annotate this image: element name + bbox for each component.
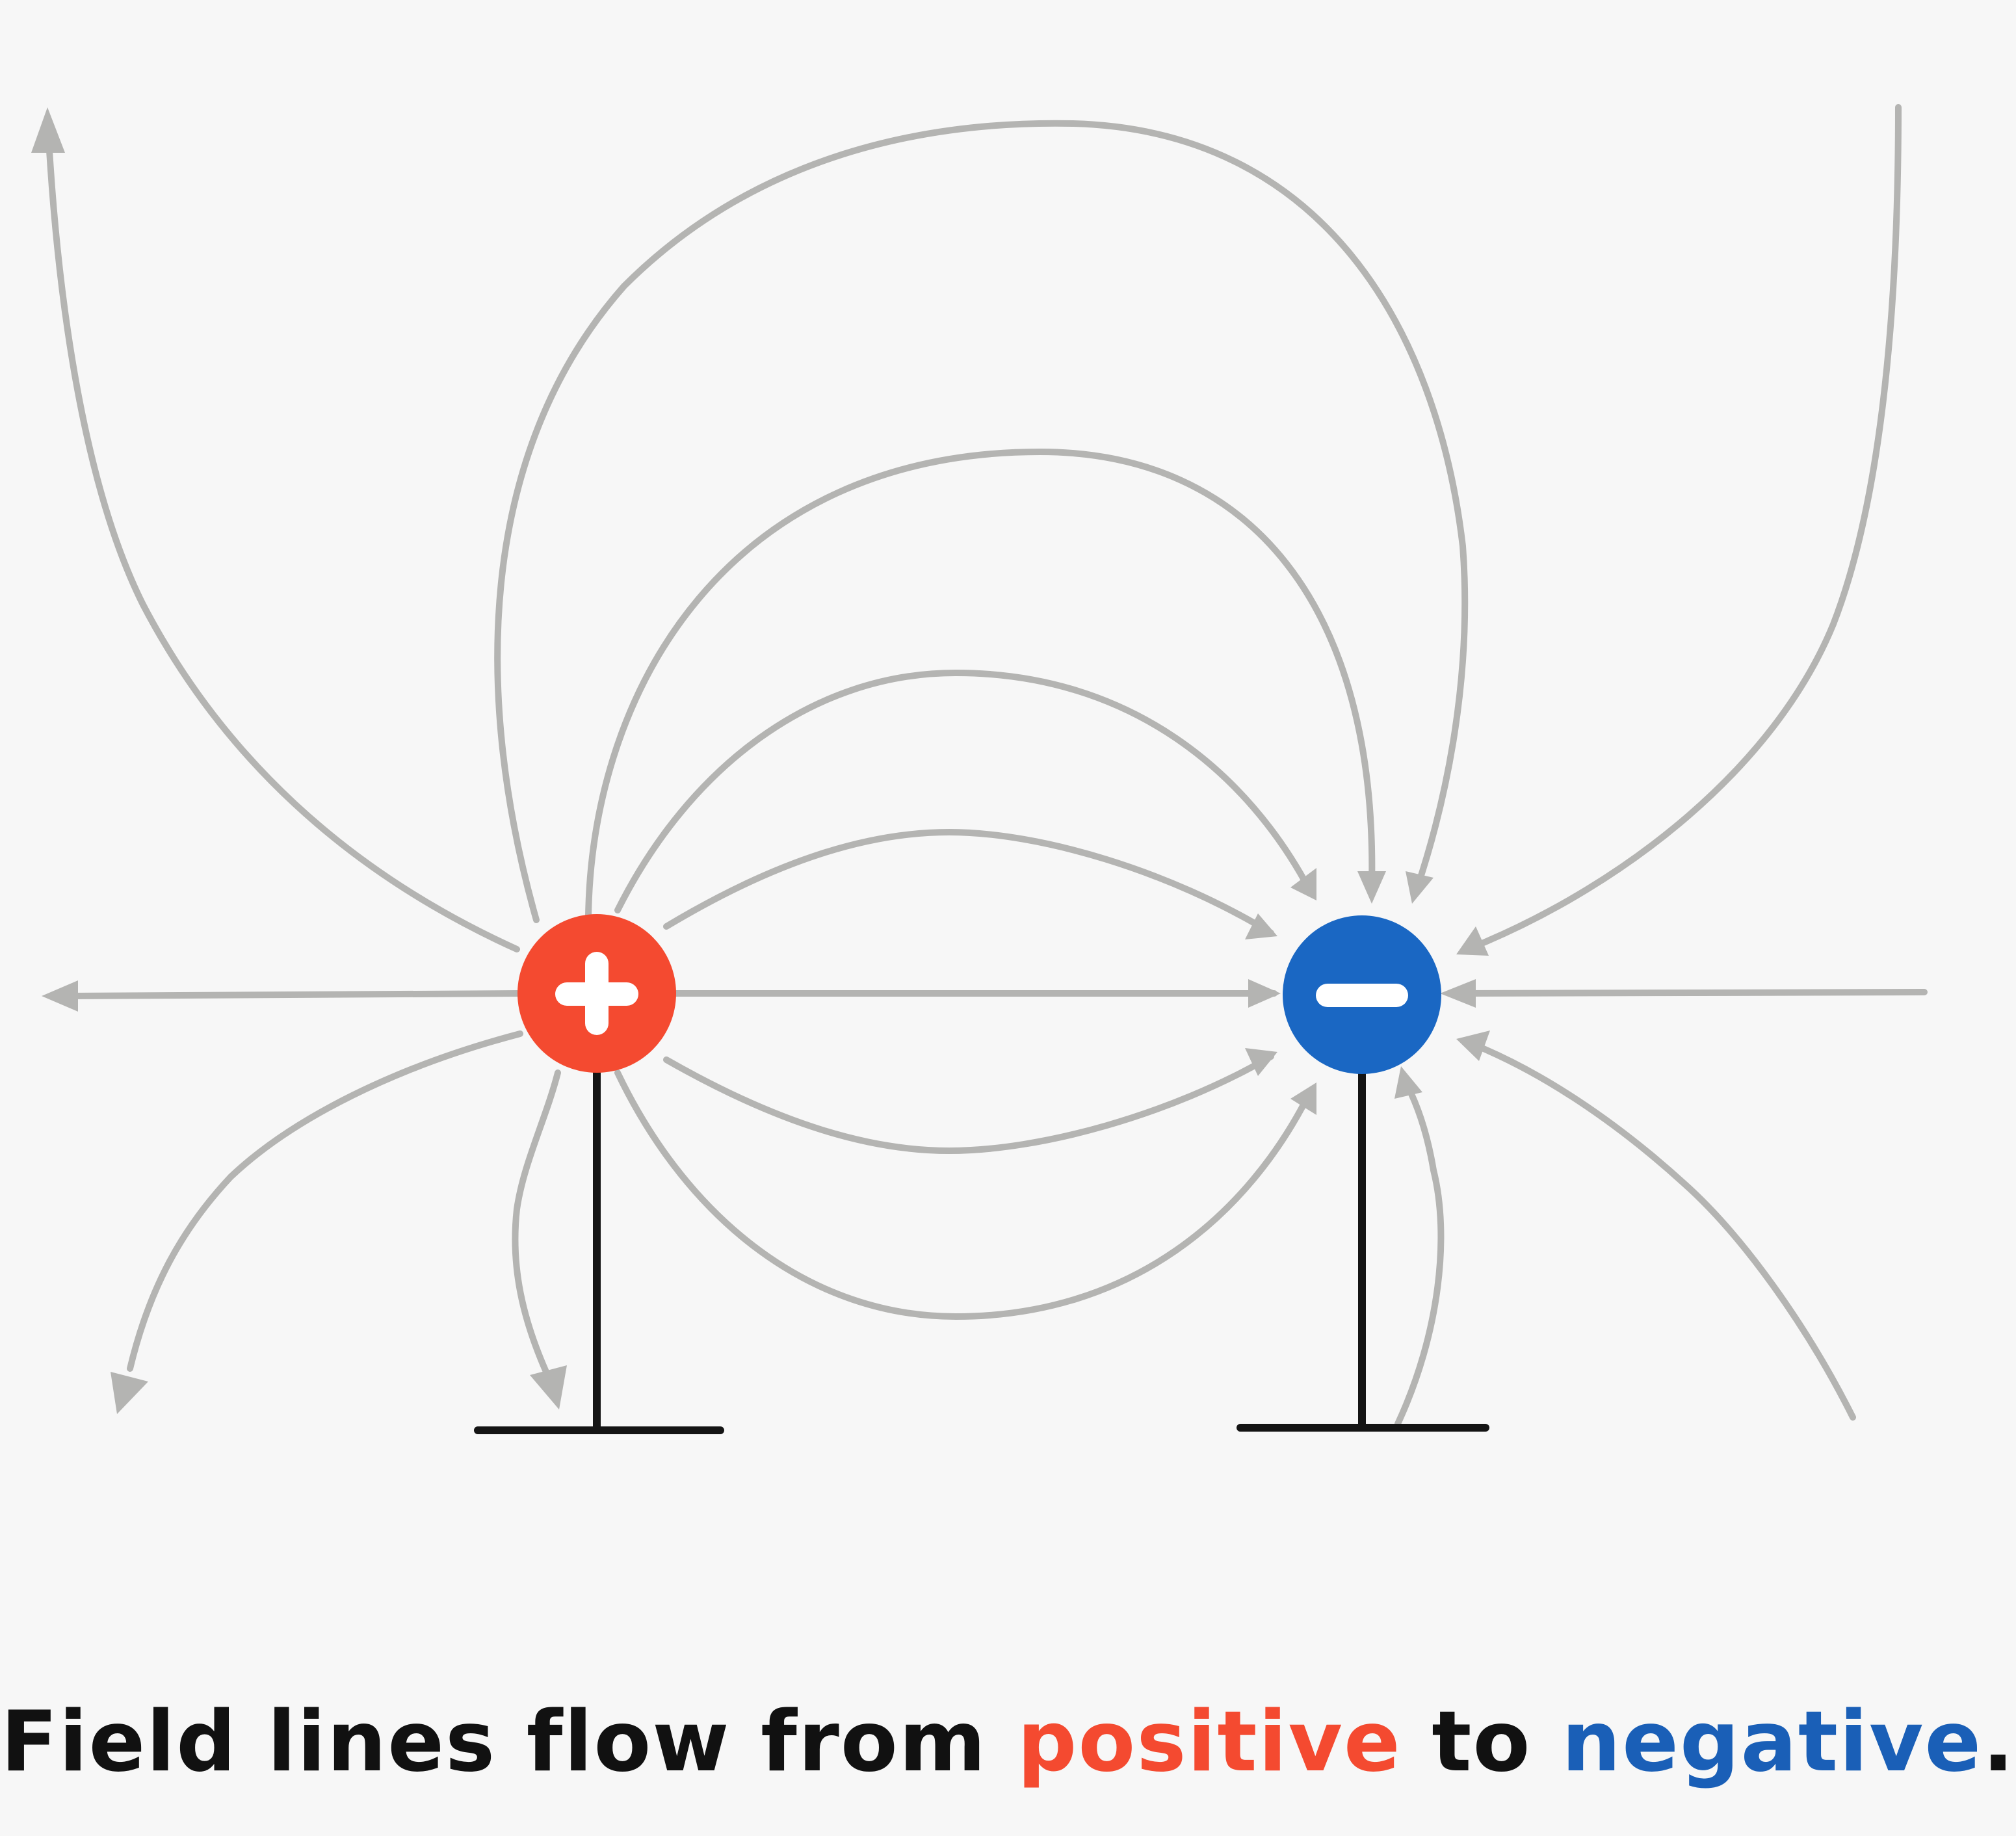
arrow-arc-upper-3 bbox=[1357, 871, 1386, 904]
arrow-arc-lower-1 bbox=[1245, 1048, 1277, 1076]
field-line-arc-upper-4 bbox=[494, 120, 1469, 923]
field-lines bbox=[46, 104, 1928, 1427]
arrow-right-in bbox=[1440, 979, 1476, 1008]
arrow-arc-upper-1 bbox=[1245, 913, 1277, 939]
field-line-left-out bbox=[62, 990, 523, 999]
field-line-neg-upper-right bbox=[1473, 104, 1902, 949]
arrow-neg-lower-stand bbox=[1394, 1066, 1422, 1099]
arrow-lower-left-out bbox=[111, 1372, 148, 1414]
field-line-right-in bbox=[1456, 989, 1928, 997]
negative-charge bbox=[1283, 915, 1441, 1074]
arrow-arc-lower-2 bbox=[1290, 1082, 1316, 1115]
arrow-left-out bbox=[42, 980, 78, 1012]
arrow-neg-lower-right bbox=[1456, 1030, 1490, 1061]
stands bbox=[474, 1036, 1489, 1434]
caption-negative-word: negative bbox=[1561, 1694, 1983, 1790]
caption-part2: to bbox=[1401, 1694, 1562, 1790]
field-line-arc-lower-2 bbox=[614, 1069, 1313, 1320]
plus-sign-vertical bbox=[585, 952, 609, 1035]
field-line-arc-upper-2 bbox=[614, 669, 1313, 913]
arrowheads bbox=[31, 107, 1490, 1414]
minus-sign bbox=[1316, 984, 1408, 1007]
field-line-arc-lower-1 bbox=[663, 1053, 1274, 1155]
field-line-pos-lower-left bbox=[127, 1030, 523, 1372]
arrow-neg-upper-right bbox=[1456, 926, 1489, 956]
positive-charge bbox=[517, 914, 676, 1073]
caption-part1: Field lines flow from bbox=[1, 1694, 1017, 1790]
caption: Field lines flow from positive to negati… bbox=[0, 1690, 2016, 1794]
arrow-arc-upper-2 bbox=[1290, 868, 1316, 900]
field-line-pos-upper-left bbox=[46, 137, 520, 952]
caption-part3: . bbox=[1982, 1694, 2015, 1790]
caption-positive-word: positive bbox=[1017, 1694, 1402, 1790]
field-line-arc-upper-3 bbox=[585, 448, 1376, 920]
field-line-neg-lower-stand bbox=[1394, 1082, 1445, 1427]
arrow-center bbox=[1248, 979, 1281, 1008]
arrow-lower-stand bbox=[530, 1365, 567, 1410]
arrow-arc-upper-4 bbox=[1406, 871, 1433, 904]
field-line-neg-lower-right bbox=[1476, 1043, 1856, 1421]
field-line-arc-upper-1 bbox=[663, 828, 1274, 936]
field-line-pos-lower-stand bbox=[512, 1069, 561, 1375]
arrow-upper-left-out bbox=[31, 107, 65, 153]
